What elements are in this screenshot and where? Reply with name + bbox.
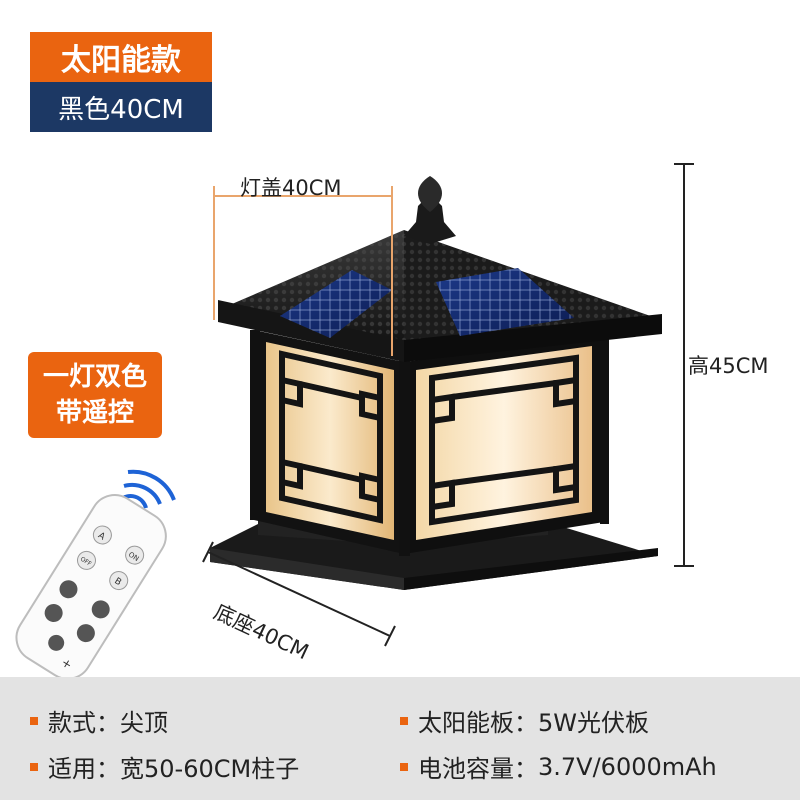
bullet-icon [30, 762, 38, 771]
spec-applicable: 适用： 宽50-60CM柱子 [30, 749, 299, 784]
spec-info-bar: 款式： 尖顶 太阳能板： 5W光伏板 适用： 宽50-60CM柱子 电池容量： … [0, 677, 800, 800]
spec-battery: 电池容量： 3.7V/6000mAh [400, 749, 717, 784]
bullet-icon [400, 762, 408, 771]
spec-label: 适用： [48, 755, 120, 783]
cap-dimension-label: 灯盖40CM [240, 176, 342, 200]
spec-label: 太阳能板： [418, 709, 538, 737]
spec-value: 宽50-60CM柱子 [120, 755, 300, 783]
spec-label: 款式： [48, 709, 120, 737]
spec-value: 3.7V/6000mAh [538, 752, 717, 781]
cap-dimension-line [213, 186, 393, 356]
spec-solar-panel: 太阳能板： 5W光伏板 [400, 703, 649, 738]
lamp-roof [218, 176, 662, 362]
spec-style: 款式： 尖顶 [30, 703, 168, 738]
type-badge: 太阳能款 [30, 32, 212, 82]
lamp-body-left [254, 330, 404, 554]
remote-btn-b: B [112, 576, 123, 588]
bullet-icon [30, 716, 38, 725]
lamp-body-right [404, 336, 604, 554]
spec-value: 5W光伏板 [538, 709, 649, 737]
product-illustration: A ON OFF B + [15, 163, 694, 680]
height-dimension-line [674, 163, 694, 567]
color-size-badge: 黑色40CM [30, 82, 212, 132]
feature-line-1: 一灯双色 [42, 362, 147, 392]
base-dimension-line [202, 541, 396, 647]
remote-btn-a: A [96, 531, 107, 543]
feature-badge: 一灯双色 带遥控 [28, 352, 162, 438]
height-dimension-label: 高45CM [688, 354, 769, 378]
spec-label: 电池容量： [418, 755, 538, 783]
spec-value: 尖顶 [120, 709, 168, 737]
remote-control-icon: A ON OFF B + [15, 494, 167, 680]
bullet-icon [400, 716, 408, 725]
feature-line-2: 带遥控 [55, 398, 134, 428]
